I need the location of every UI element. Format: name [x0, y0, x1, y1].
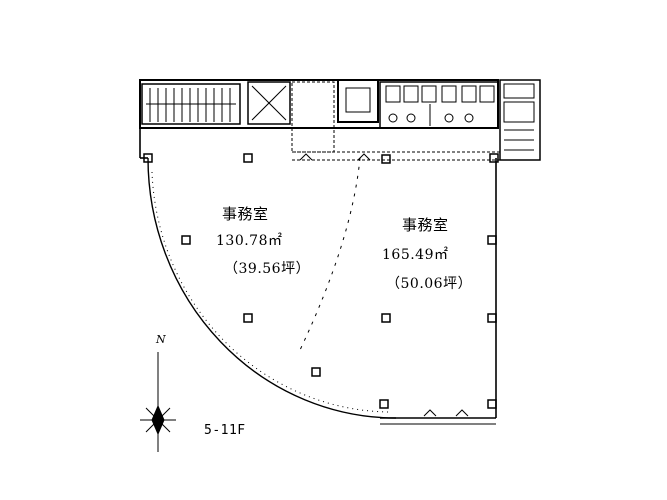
north-label: N: [156, 333, 167, 346]
room-tsubo-left: （39.56坪）: [224, 261, 311, 277]
stair-left: [141, 83, 241, 125]
outer-walls: [139, 80, 497, 425]
room-area-right: 165.49㎡: [382, 247, 449, 263]
core-boundary: [292, 151, 500, 161]
core-corridor: [291, 81, 335, 153]
service-core: [139, 79, 541, 161]
room-name-right: 事務室: [402, 216, 449, 234]
office-partition: [299, 157, 361, 351]
elevator: [337, 79, 379, 123]
room-tsubo-right: （50.06坪）: [386, 276, 473, 292]
elevator-shaft: [247, 81, 291, 125]
utility-annex: [499, 79, 541, 161]
door-marks: [299, 153, 469, 417]
floor-label: 5-11F: [204, 423, 246, 438]
room-name-left: 事務室: [222, 205, 269, 223]
north-arrow-icon: [140, 352, 176, 452]
toilet-area: [379, 81, 499, 129]
room-area-left: 130.78㎡: [216, 233, 283, 249]
columns: [143, 153, 499, 409]
